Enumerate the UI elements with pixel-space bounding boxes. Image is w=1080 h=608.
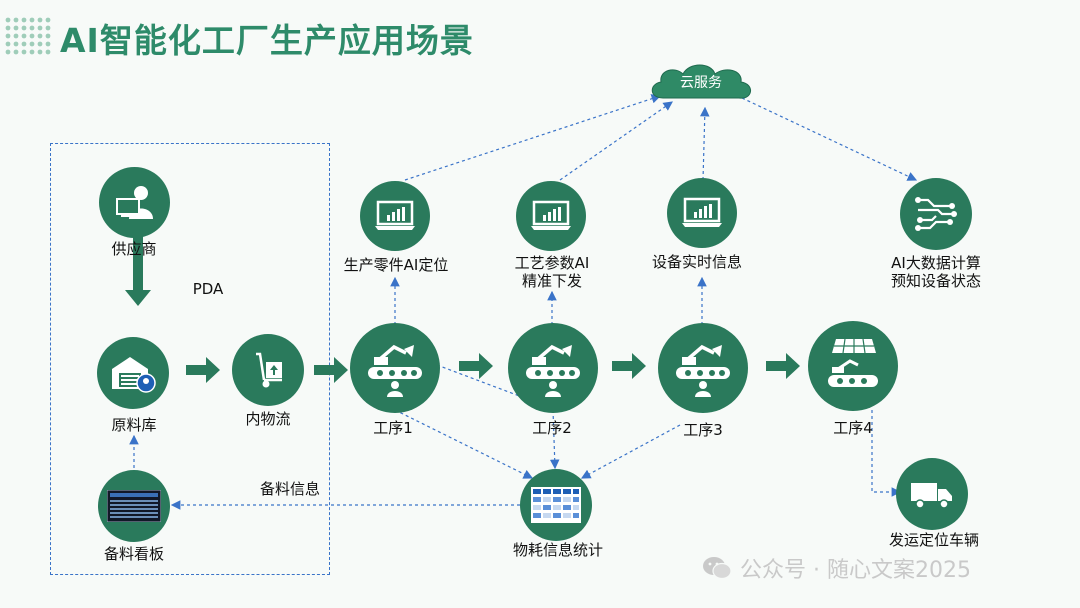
bigdata-label-line1: AI大数据计算 bbox=[891, 254, 981, 272]
process3-node bbox=[658, 323, 748, 413]
watermark-text: 公众号 · 随心文案2025 bbox=[740, 558, 971, 583]
internal-logistics-node bbox=[232, 334, 304, 406]
process2-node bbox=[508, 323, 598, 413]
monitor-chart-icon bbox=[375, 200, 415, 230]
watermark: 公众号 · 随心文案2025 bbox=[702, 552, 971, 584]
line-cloud-to-bigdata bbox=[741, 97, 918, 181]
parts-ai-node bbox=[360, 181, 430, 251]
robot-arm-conveyor-icon bbox=[676, 344, 730, 397]
parts-ai-label: 生产零件AI定位 bbox=[343, 256, 449, 274]
page-title: AI智能化工厂生产应用场景 bbox=[60, 21, 474, 60]
wechat-icon bbox=[703, 557, 732, 580]
table-grid-icon bbox=[531, 487, 581, 523]
cloud-label: 云服务 bbox=[680, 75, 722, 91]
line-p1-to-stats bbox=[394, 409, 534, 479]
supplier-node bbox=[99, 167, 170, 238]
monitor-chart-icon bbox=[682, 197, 722, 227]
kanban-node bbox=[98, 470, 170, 542]
vehicle-label: 发运定位车辆 bbox=[888, 531, 980, 549]
line-p3-to-stats bbox=[580, 424, 681, 479]
decorative-dots bbox=[5, 17, 51, 55]
warehouse-node bbox=[97, 337, 169, 409]
bigdata-node bbox=[900, 178, 972, 250]
process4-node bbox=[808, 321, 898, 411]
arrow-p1-to-p2 bbox=[459, 353, 493, 379]
warehouse-label: 原料库 bbox=[111, 416, 157, 434]
params-ai-label-line2: 精准下发 bbox=[521, 272, 583, 290]
process1-node bbox=[350, 323, 440, 413]
line-params-to-cloud bbox=[559, 101, 673, 181]
monitor-chart-icon bbox=[531, 200, 571, 230]
process2-label: 工序2 bbox=[532, 419, 572, 437]
material-stats-node bbox=[520, 469, 592, 541]
equipment-info-node bbox=[667, 178, 737, 248]
process3-label: 工序3 bbox=[683, 421, 723, 439]
robot-arm-conveyor-icon bbox=[368, 344, 422, 397]
process4-label: 工序4 bbox=[833, 419, 873, 437]
truck-icon bbox=[911, 483, 952, 509]
line-equip-to-cloud bbox=[699, 106, 710, 181]
bigdata-label-line2: 预知设备状态 bbox=[890, 272, 982, 290]
internal-logistics-label: 内物流 bbox=[245, 410, 291, 428]
solar-panel-robot-icon bbox=[828, 338, 878, 387]
cloud-icon bbox=[651, 64, 751, 99]
user-computer-icon bbox=[115, 185, 153, 219]
line-parts-to-cloud bbox=[404, 94, 662, 181]
robot-arm-conveyor-icon bbox=[526, 344, 580, 397]
params-ai-label-line1: 工艺参数AI bbox=[514, 254, 590, 272]
arrow-p3-to-p4 bbox=[766, 353, 800, 379]
params-ai-node bbox=[516, 181, 586, 251]
hand-truck-icon bbox=[256, 352, 282, 388]
circuit-icon bbox=[915, 197, 957, 231]
line-p4-to-vehicle bbox=[871, 410, 902, 497]
prep-info-label: 备料信息 bbox=[259, 480, 321, 498]
warehouse-icon bbox=[112, 357, 156, 393]
kanban-label: 备料看板 bbox=[103, 545, 165, 563]
vehicle-node bbox=[896, 458, 968, 530]
process1-label: 工序1 bbox=[373, 419, 413, 437]
arrow-p2-to-p3 bbox=[612, 353, 646, 379]
material-stats-label: 物耗信息统计 bbox=[512, 541, 604, 559]
pda-label: PDA bbox=[192, 280, 224, 298]
dashboard-board-icon bbox=[107, 490, 161, 522]
supplier-label: 供应商 bbox=[111, 240, 157, 258]
equipment-info-label: 设备实时信息 bbox=[651, 253, 743, 271]
